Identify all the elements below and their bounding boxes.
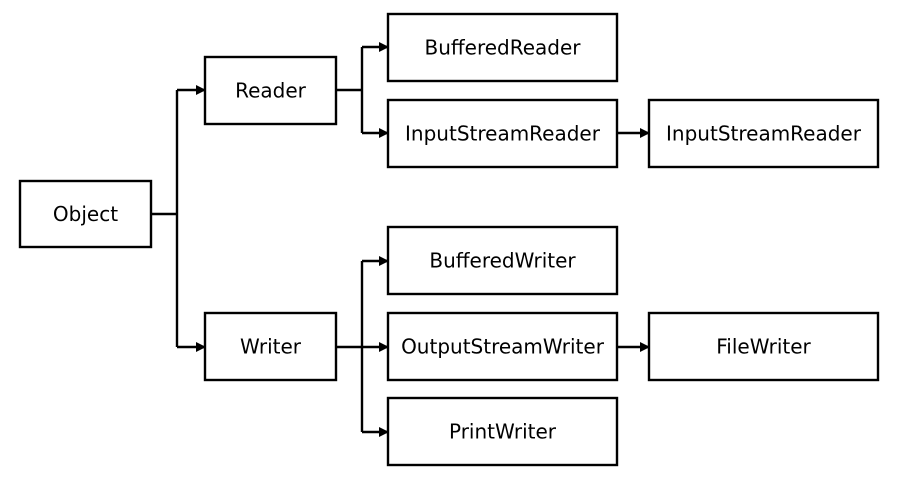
- node-filewriter-label: FileWriter: [716, 335, 811, 359]
- node-reader: Reader: [203, 55, 338, 126]
- node-bufferedwriter: BufferedWriter: [386, 225, 619, 296]
- node-bufferedreader-label: BufferedReader: [424, 36, 581, 60]
- node-bufferedreader: BufferedReader: [386, 12, 619, 83]
- node-object: Object: [18, 179, 153, 249]
- node-printwriter-label: PrintWriter: [449, 420, 557, 444]
- node-writer-label: Writer: [240, 335, 302, 359]
- node-outputstreamwriter: OutputStreamWriter: [386, 311, 619, 382]
- node-filewriter: FileWriter: [647, 311, 880, 382]
- node-writer: Writer: [203, 311, 338, 382]
- node-bufferedwriter-label: BufferedWriter: [429, 249, 576, 273]
- node-object-label: Object: [53, 202, 118, 226]
- node-inputstreamreader: InputStreamReader: [386, 98, 619, 169]
- node-outputstreamwriter-label: OutputStreamWriter: [401, 335, 605, 359]
- node-printwriter: PrintWriter: [386, 396, 619, 467]
- node-inputstreamreader-label: InputStreamReader: [405, 122, 601, 146]
- node-inputstreamreader-child: InputStreamReader: [647, 98, 880, 169]
- node-reader-label: Reader: [235, 79, 307, 103]
- node-inputstreamreader-child-label: InputStreamReader: [666, 122, 862, 146]
- connectors: [151, 42, 650, 437]
